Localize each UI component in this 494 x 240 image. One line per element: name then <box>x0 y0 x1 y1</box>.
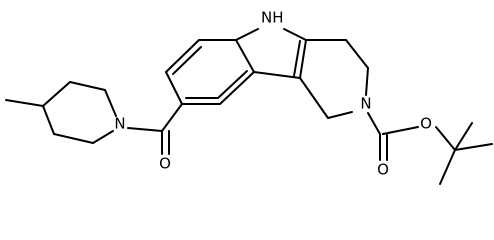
structure-canvas: NH N N O O O <box>5 9 493 185</box>
bond <box>382 126 419 135</box>
bond <box>454 143 493 151</box>
bond <box>345 39 369 69</box>
carbamate-o-label: O <box>420 115 432 133</box>
bond <box>299 39 307 79</box>
pyridine-n-label: N <box>360 95 371 113</box>
bond <box>127 127 163 132</box>
bond <box>435 126 456 151</box>
bond <box>92 130 114 144</box>
bond <box>165 39 200 73</box>
boc-group <box>367 112 493 185</box>
bond <box>365 67 369 96</box>
bond <box>217 70 248 99</box>
molecule-drawing: NH N N O O O <box>5 9 493 185</box>
bond <box>367 112 381 135</box>
bond <box>165 71 183 105</box>
bond <box>219 71 255 105</box>
methylpiperidine-group <box>5 81 117 144</box>
bond <box>454 122 473 151</box>
bond <box>5 99 44 107</box>
amide-carbonyl-o-label: O <box>159 155 171 173</box>
bond <box>439 149 456 185</box>
bond <box>42 105 55 135</box>
bond <box>42 81 71 107</box>
carbamate-carbonyl-o-label: O <box>377 161 389 179</box>
bond <box>104 89 117 117</box>
bond <box>161 103 183 132</box>
bond <box>293 40 301 77</box>
indole-nh-label: NH <box>261 9 284 27</box>
bond <box>283 28 307 41</box>
piperidine-n-label: N <box>114 115 125 133</box>
tetrahydropyridine-ring <box>299 39 369 119</box>
bond <box>235 39 255 73</box>
bond <box>53 133 94 144</box>
bond <box>327 111 353 119</box>
bond <box>235 28 259 41</box>
pyrrole-ring <box>235 28 307 79</box>
amide-group <box>127 103 183 155</box>
benzene-ring <box>165 39 255 105</box>
bond <box>299 77 329 119</box>
bond <box>253 71 301 79</box>
bond <box>69 81 106 91</box>
bond <box>172 46 202 75</box>
